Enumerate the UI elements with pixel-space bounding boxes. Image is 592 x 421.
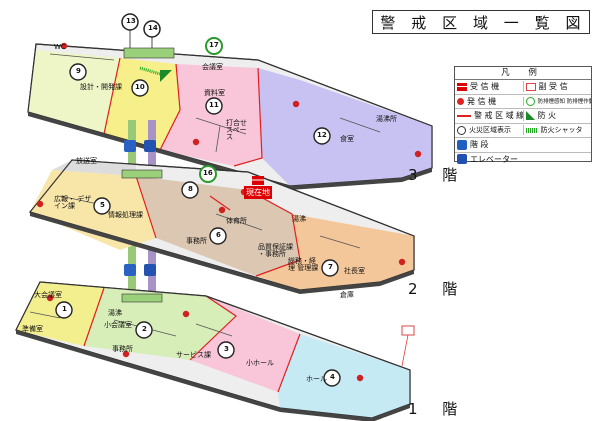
- fire-zone-marker-icon: [457, 125, 466, 135]
- zone-9-area: [28, 50, 120, 134]
- zone-number-8: 8: [188, 185, 193, 193]
- room-label: 社長室: [344, 267, 365, 275]
- zone-number-9: 9: [76, 67, 81, 75]
- fire-door-icon: [160, 70, 172, 82]
- zone-number-12: 12: [317, 131, 327, 139]
- zone-6-area: [136, 176, 300, 276]
- zone-number-2: 2: [142, 325, 147, 333]
- zone-number-16: 16: [203, 169, 213, 177]
- elevator-icon: [457, 154, 467, 165]
- sub-receiver-icon: [525, 82, 536, 91]
- transmitter-2f-b: [218, 206, 226, 214]
- room-label: 情報処理課: [108, 211, 143, 219]
- transmitter-2f-a: [36, 200, 44, 208]
- sub-receiver-icon: [401, 325, 415, 336]
- zone-11-area: [160, 64, 262, 166]
- fire-door-icon: [525, 111, 535, 121]
- zone-number-4: 4: [330, 373, 335, 381]
- room-label: 設計・開発課: [80, 83, 122, 91]
- floor-3-plan: [27, 42, 433, 190]
- transmitter-dot-icon: [457, 97, 464, 105]
- legend-heading: 凡 例: [455, 67, 591, 80]
- zone-number-3: 3: [224, 345, 229, 353]
- room-label: WC: [54, 43, 66, 51]
- top-zone-markers: [121, 13, 161, 48]
- current-location-badge: 現在地: [244, 186, 272, 199]
- room-label: 食室: [340, 135, 354, 143]
- zone-12-area: [258, 68, 432, 186]
- zone-number-7: 7: [328, 263, 333, 271]
- zone-number-11: 11: [209, 101, 219, 109]
- zone-number-17: 17: [209, 41, 219, 49]
- zone-circles: [55, 37, 341, 387]
- zone-3-area: [190, 296, 300, 392]
- room-label: 事務所: [112, 345, 133, 353]
- room-label: 資料室: [204, 89, 225, 97]
- floor-label-3f: 3 階: [408, 166, 468, 184]
- zone-number-13: 13: [126, 17, 136, 25]
- room-label: サービス課: [176, 351, 211, 359]
- room-label: 湯沸: [292, 215, 306, 223]
- transmitter-1f-a: [46, 294, 54, 302]
- room-label: 総務・経理 管理課: [288, 257, 319, 272]
- room-label: 湯沸: [108, 309, 122, 317]
- smoke-detector-icon: [525, 96, 535, 106]
- zone-2-area: [84, 288, 236, 360]
- main-receiver-icon: [457, 82, 467, 91]
- zone-5-area: [30, 170, 156, 250]
- zone-number-1: 1: [62, 305, 67, 313]
- room-label: 打合せ スペース: [226, 119, 247, 141]
- room-label: 小ホール: [246, 359, 274, 367]
- transmitter-3f-d: [414, 150, 422, 158]
- zone-number-14: 14: [148, 24, 158, 32]
- zone-number-6: 6: [216, 231, 221, 239]
- room-label: 大会議室: [34, 291, 62, 299]
- zone-number-5: 5: [100, 201, 105, 209]
- stairs-elevator-icons: [124, 140, 156, 276]
- zone-4-area: [278, 334, 410, 418]
- zone-number-10: 10: [135, 83, 145, 91]
- transmitter-3f-b: [292, 100, 300, 108]
- transmitter-1f-b: [182, 310, 190, 318]
- room-label: 広報・ デザイン課: [54, 195, 92, 210]
- stairs-icon: [457, 139, 467, 150]
- floor-1-plan: [15, 281, 415, 421]
- room-label: 準備室: [22, 325, 43, 333]
- transmitter-1f-c: [356, 374, 364, 382]
- legend-panel: 凡 例 受 信 機 副 受 信 発 信 機 防排煙感知 防排煙作動裏 警 戒 区…: [454, 66, 592, 165]
- room-label: ホール: [306, 375, 327, 383]
- zone-line-icon: [457, 114, 471, 117]
- transmitter-3f-c: [192, 138, 200, 146]
- floor-label-2f: 2 階: [408, 280, 468, 298]
- transmitter-1f-d: [122, 350, 130, 358]
- fire-shutter-icon: [525, 127, 538, 133]
- room-label: 体育所: [226, 217, 247, 225]
- room-label: 倉庫: [340, 291, 354, 299]
- room-label: 湯沸所: [376, 115, 397, 123]
- room-label: 放送室: [76, 157, 97, 165]
- room-label: 会議室: [202, 63, 223, 71]
- room-label: 事務所: [186, 237, 207, 245]
- room-label: 品質保証課 ・事務所: [258, 243, 293, 258]
- room-label: 小会議室: [104, 321, 132, 329]
- floor-2-plan: [28, 159, 415, 294]
- page-title: 警 戒 区 域 一 覧 図: [372, 10, 590, 34]
- transmitter-3f-a: [60, 42, 68, 50]
- transmitter-2f-c: [398, 258, 406, 266]
- floor-label-1f: 1 階: [408, 400, 468, 418]
